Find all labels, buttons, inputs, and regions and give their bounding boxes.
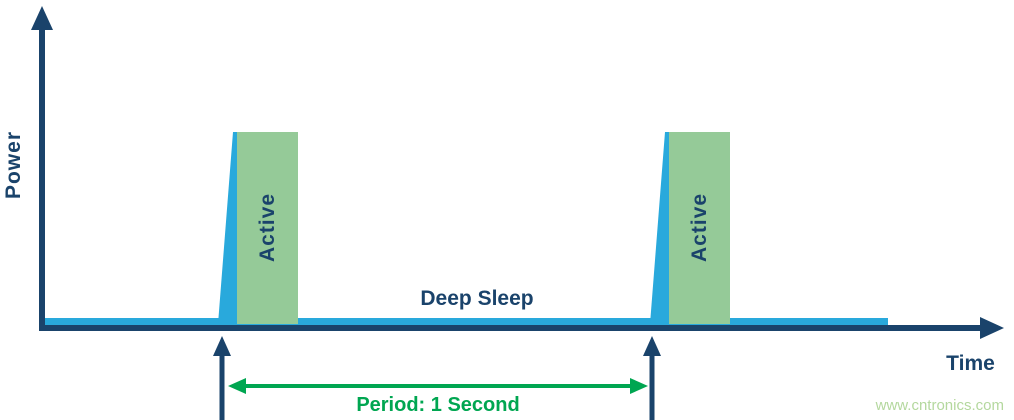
pulse-1-active-block bbox=[237, 132, 298, 324]
pulse-1-marker-arrowhead bbox=[213, 336, 231, 356]
active-label-1: Active bbox=[255, 193, 279, 263]
pulse-2-active-block bbox=[669, 132, 730, 324]
period-arrow-right-head bbox=[630, 378, 648, 394]
watermark-text: www.cntronics.com bbox=[875, 397, 1004, 414]
active-label-2: Active bbox=[687, 193, 711, 263]
deep-sleep-label: Deep Sleep bbox=[420, 287, 534, 310]
y-axis-arrowhead bbox=[31, 6, 53, 30]
power-axis-label: Power bbox=[2, 130, 25, 200]
pulse-1-active-label-box: Active bbox=[237, 132, 298, 324]
pulse-2-marker-arrowhead bbox=[643, 336, 661, 356]
time-axis-label: Time bbox=[946, 352, 995, 375]
period-arrow-left-head bbox=[228, 378, 246, 394]
pulse-2-ramp bbox=[650, 132, 674, 324]
y-axis-label-box: Power bbox=[0, 100, 28, 230]
pulse-1-ramp bbox=[218, 132, 242, 324]
period-label: Period: 1 Second bbox=[356, 394, 520, 416]
x-axis-arrowhead bbox=[980, 317, 1004, 339]
pulse-2-active-label-box: Active bbox=[669, 132, 730, 324]
